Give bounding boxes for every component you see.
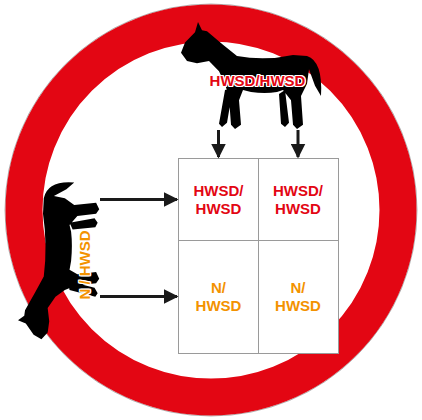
punnett-cell: N/ HWSD [258,240,339,354]
horse-shape [181,22,321,129]
punnett-cell: N/ HWSD [178,240,259,354]
genotype-cell-text: N/ HWSD [269,279,327,315]
genotype-cell-text: N/ HWSD [190,279,248,315]
sign-outline [5,4,417,416]
punnett-cell: HWSD/ HWSD [178,158,259,241]
horse-shape [18,182,99,339]
inheritance-arrow [100,295,177,298]
horse-parent: HWSD/HWSD [175,22,325,130]
genotype-cell-text: HWSD/ HWSD [269,182,327,218]
genotype-label: HWSD/HWSD [210,72,306,89]
genotype-cell-text: HWSD/ HWSD [190,182,248,218]
horse-group [18,182,99,339]
inheritance-arrow [100,198,177,201]
horse-group [181,22,321,129]
genotype-label: N / HWSD [75,231,92,300]
punnett-cell: HWSD/ HWSD [258,158,339,241]
inheritance-arrow [217,130,220,157]
horse-parent: N / HWSD [18,178,100,346]
inheritance-arrow [297,130,300,157]
